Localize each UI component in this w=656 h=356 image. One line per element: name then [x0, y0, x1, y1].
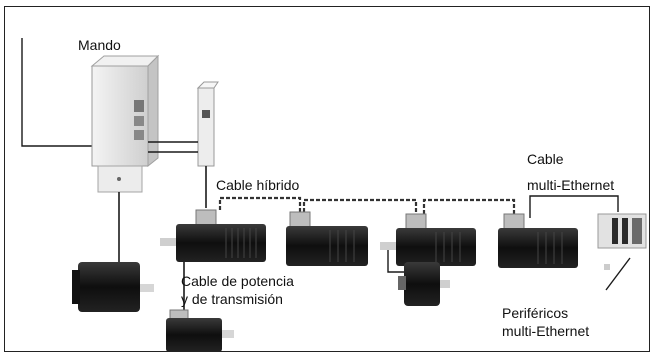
small-motor: [398, 262, 450, 306]
drive-module: [196, 81, 219, 167]
hybrid-cable-label: Cable híbrido: [216, 177, 300, 193]
servo-motor-1: [160, 209, 266, 262]
multi-ethernet-cable-label-line1: Cable: [527, 151, 564, 167]
peripherals-label-line2: multi-Ethernet: [502, 323, 590, 339]
peripherals-pointer: [605, 257, 631, 291]
supply-line: [21, 38, 98, 147]
servo-motor-3: [380, 213, 476, 266]
small-motor-cable: [387, 250, 404, 273]
controller-cabinet: [90, 54, 160, 193]
servo-motor-2: [286, 211, 368, 266]
multi-ethernet-cable: [529, 195, 619, 218]
hybrid-cable-chain: [218, 196, 516, 214]
peripherals-label-line1: Periféricos: [502, 305, 569, 321]
servo-motor-bottom: [166, 309, 234, 352]
servo-motor-left: [72, 262, 154, 312]
controller-label: Mando: [78, 37, 121, 53]
servo-motor-4: [498, 213, 578, 268]
power-cable-label-line1: Cable de potencia: [181, 273, 294, 289]
power-cable-label-line2: y de transmisión: [181, 291, 283, 307]
multi-ethernet-cable-label-line2: multi-Ethernet: [527, 177, 615, 193]
multi-ethernet-peripherals: [597, 213, 647, 270]
